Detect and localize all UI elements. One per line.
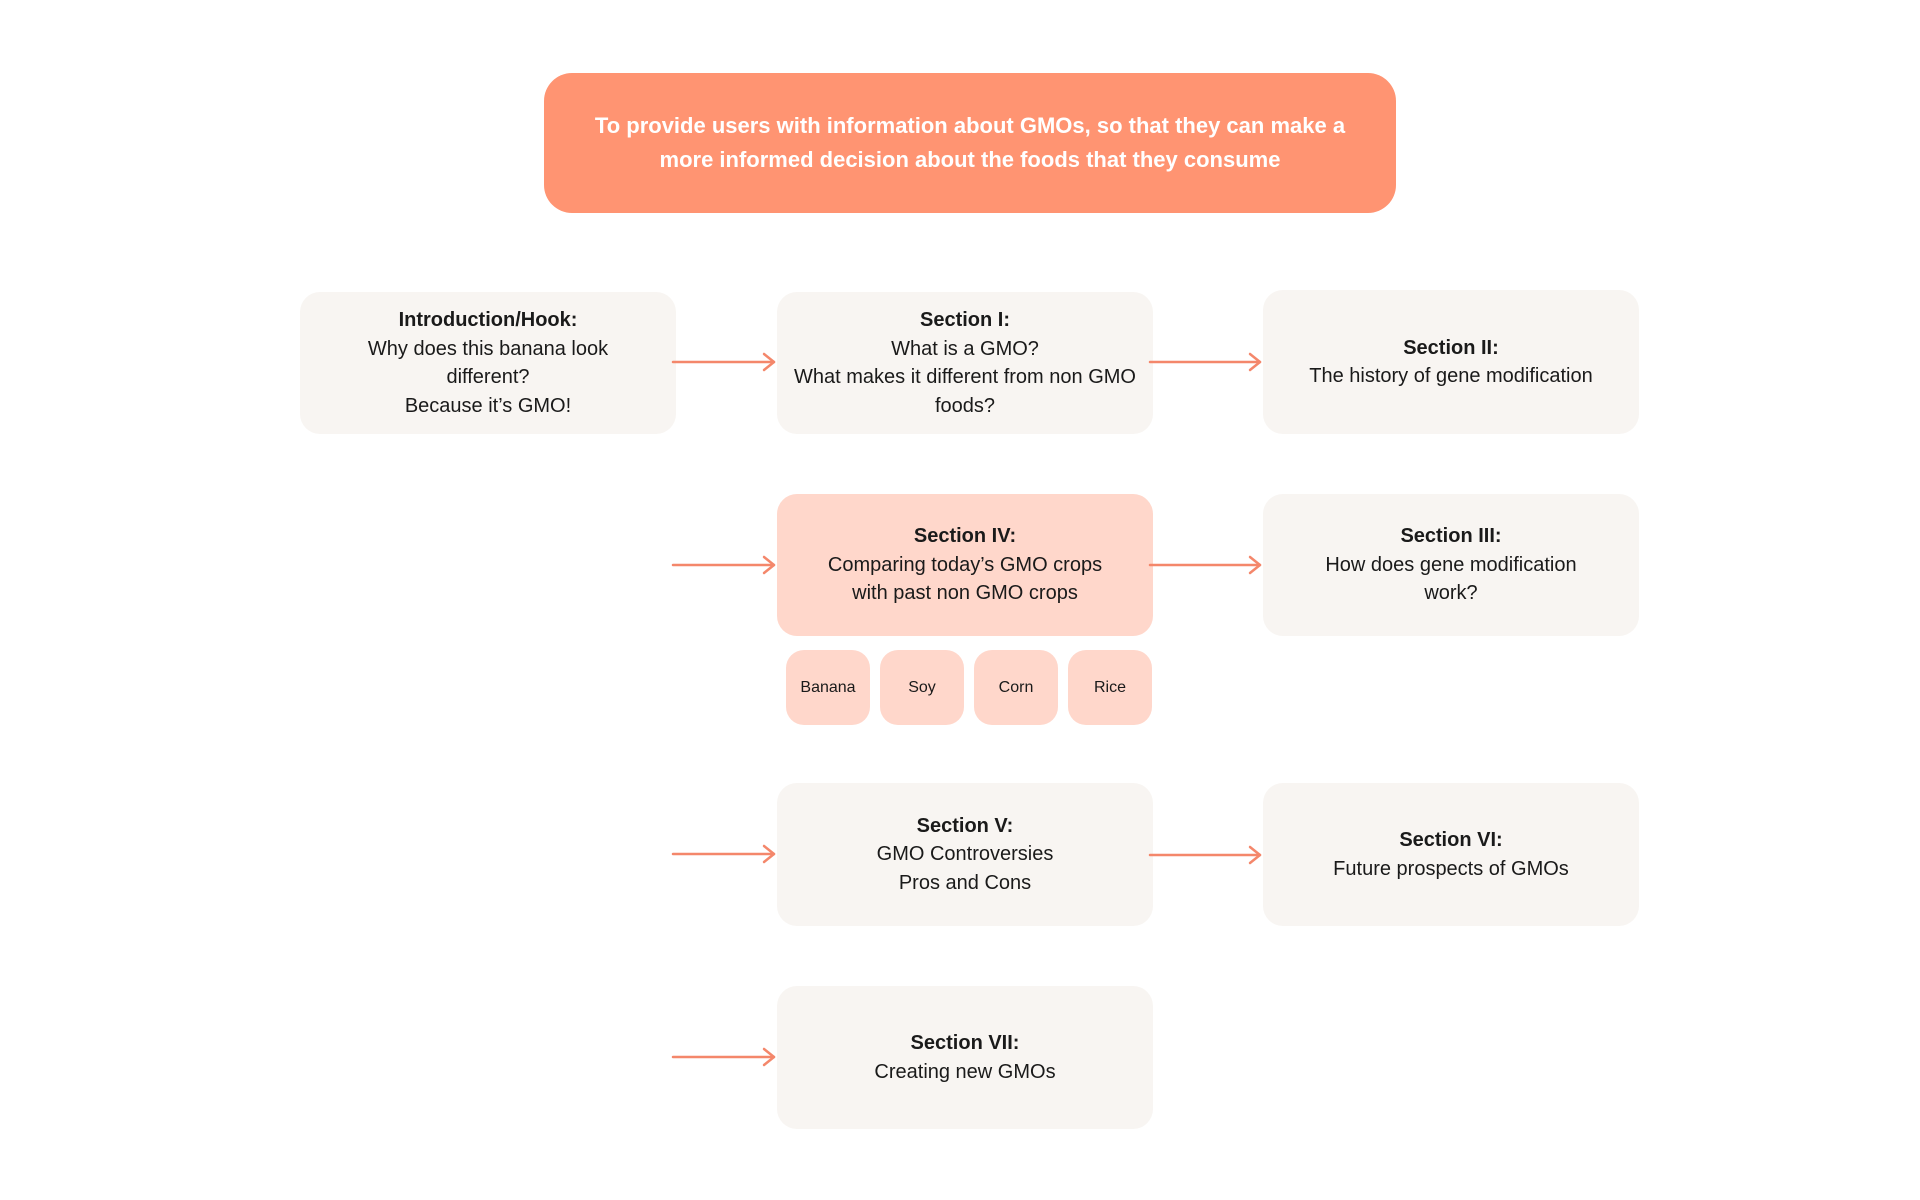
arrow-s1-to-s2 — [1148, 352, 1262, 372]
node-section-2: Section II: The history of gene modifica… — [1263, 290, 1639, 434]
arrow-to-s5 — [671, 844, 776, 864]
node-title: Section IV: — [913, 525, 1017, 548]
arrow-intro-to-s1 — [671, 352, 776, 372]
node-section-5: Section V: GMO Controversies Pros and Co… — [777, 783, 1153, 926]
node-line: Pros and Cons — [898, 871, 1032, 894]
arrow-s5-to-s6 — [1148, 845, 1262, 865]
node-line: Creating new GMOs — [874, 1060, 1056, 1083]
crop-chip-rice: Rice — [1068, 650, 1152, 725]
goal-text: To provide users with information about … — [594, 113, 1346, 172]
node-line: The history of gene modification — [1309, 365, 1593, 387]
crop-chip-corn: Corn — [974, 650, 1058, 725]
node-section-6: Section VI: Future prospects of GMOs — [1263, 783, 1639, 926]
node-introduction-hook: Introduction/Hook: Why does this banana … — [300, 292, 676, 434]
node-line: Because it’s GMO! — [404, 394, 572, 417]
node-line: How does gene modification work? — [1325, 553, 1577, 605]
arrow-to-s7 — [671, 1047, 776, 1067]
node-line: Why does this banana look different? — [367, 337, 609, 389]
node-title: Introduction/Hook: — [398, 309, 578, 331]
arrow-to-s4 — [671, 555, 776, 575]
goal-banner: To provide users with information about … — [544, 73, 1396, 213]
node-line: Future prospects of GMOs — [1333, 857, 1569, 880]
node-section-1: Section I: What is a GMO? What makes it … — [777, 292, 1153, 434]
node-title: Section III: — [1400, 525, 1502, 548]
node-section-3: Section III: How does gene modification … — [1263, 494, 1639, 636]
crop-chip-banana: Banana — [786, 650, 870, 725]
node-line: Comparing today’s GMO crops with past no… — [827, 553, 1103, 605]
node-line: What makes it different from non GMO foo… — [794, 366, 1136, 417]
node-title: Section VII: — [910, 1032, 1020, 1054]
node-title: Section II: — [1403, 336, 1499, 359]
node-section-4: Section IV: Comparing today’s GMO crops … — [777, 494, 1153, 636]
node-title: Section V: — [916, 814, 1014, 837]
node-line: GMO Controversies — [876, 843, 1054, 866]
node-title: Section I: — [919, 309, 1010, 331]
crop-chip-soy: Soy — [880, 650, 964, 725]
node-title: Section VI: — [1399, 829, 1503, 851]
node-section-7: Section VII: Creating new GMOs — [777, 986, 1153, 1129]
arrow-s4-to-s3 — [1148, 555, 1262, 575]
node-line: What is a GMO? — [891, 337, 1039, 360]
